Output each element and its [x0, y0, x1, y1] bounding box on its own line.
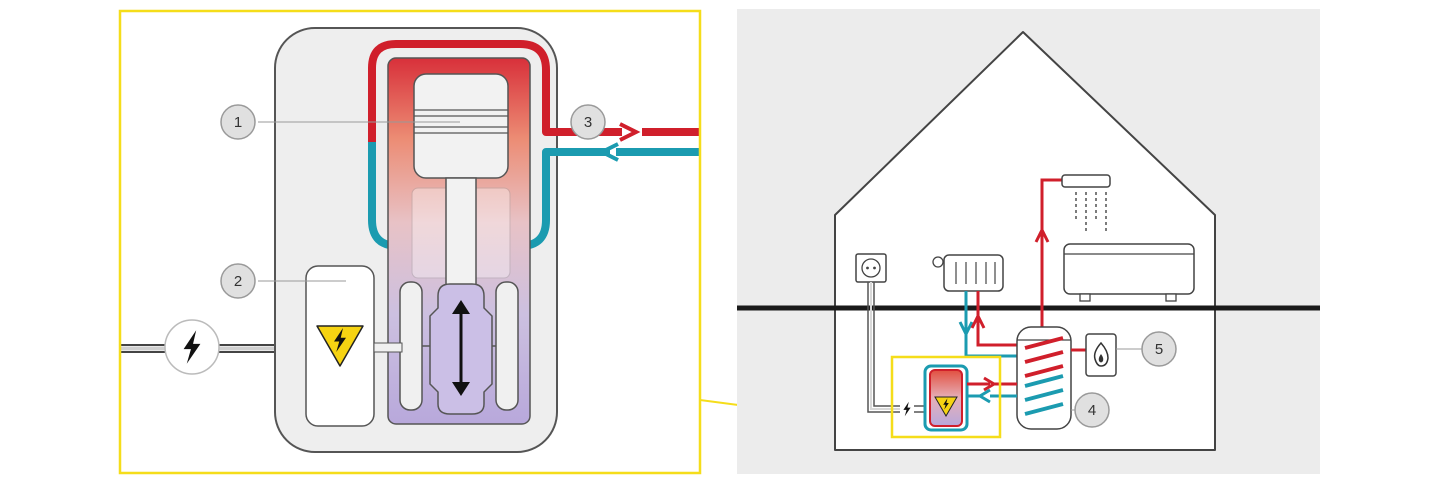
callout-3: 3 — [570, 104, 606, 140]
svg-text:3: 3 — [584, 114, 592, 131]
svg-text:5: 5 — [1155, 341, 1163, 358]
vertical-double-arrow-icon — [452, 300, 470, 396]
compressor — [413, 73, 509, 179]
piston-rod — [445, 177, 477, 299]
radiator-icon — [932, 254, 1004, 292]
mini-highlight-frame — [890, 355, 1002, 439]
callout-1: 1 — [220, 104, 256, 140]
detail-highlight-frame — [118, 9, 702, 475]
house-scene: 4 5 — [737, 9, 1320, 474]
callout-5: 5 — [1141, 331, 1177, 367]
power-socket-icon — [855, 253, 887, 283]
hot-water-cylinder — [1016, 326, 1072, 430]
bathtub-icon — [1063, 243, 1195, 302]
callout-4: 4 — [1074, 392, 1110, 428]
svg-text:2: 2 — [234, 273, 242, 290]
svg-text:1: 1 — [234, 114, 242, 131]
radiator-pipes — [958, 291, 1025, 358]
left-column — [399, 281, 423, 411]
svg-text:4: 4 — [1088, 402, 1096, 419]
callout-2: 2 — [220, 263, 256, 299]
high-voltage-warning-icon — [316, 325, 364, 367]
detail-panel: 1 2 3 — [118, 9, 702, 475]
house-outline — [834, 31, 1216, 451]
shower-icon — [1034, 174, 1111, 345]
mini-heat-pump-unit — [923, 364, 1017, 432]
right-column — [495, 281, 519, 411]
lightning-bolt-icon — [164, 319, 220, 375]
external-pipes — [546, 122, 700, 162]
flame-icon — [1085, 333, 1117, 377]
hot-water-loop — [368, 40, 622, 142]
